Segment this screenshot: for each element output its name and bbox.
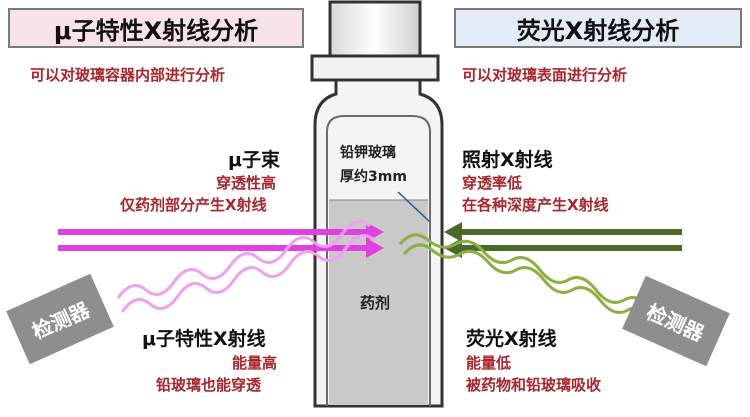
fluorescent-xray-wave-2 [402,243,658,321]
fluorescent-xray-line2: 被药物和铅玻璃吸收 [466,376,602,394]
muon-beam-line2: 仅药剂部分产生X射线 [120,196,267,214]
muonic-xray-waves [116,220,375,313]
xray-beam-line1: 穿透率低 [462,174,523,192]
fluorescent-xray-wave-1 [398,233,654,311]
drug-label: 药剂 [360,294,391,312]
bottle-cap-ring [310,54,440,82]
glass-label-line2: 厚约3mm [340,169,407,185]
xray-beam-arrows [444,222,682,258]
glass-label-line1: 铅钾玻璃 [340,145,396,161]
muonic-xray-wave-2 [120,234,375,313]
muonic-xray-line2: 铅玻璃也能穿透 [156,376,262,394]
fluorescent-xray-line1: 能量低 [466,354,512,372]
bottle-inner-wall [326,115,431,406]
right-panel-subtitle: 可以对玻璃表面进行分析 [462,66,628,84]
muonic-xray-label: μ子特性X射线 [142,328,266,350]
muon-beam-arrowhead-2 [366,238,384,258]
right-panel-title: 荧光X射线分析 [454,8,742,48]
xray-beam-arrowhead-1 [444,222,462,242]
muonic-xray-wave-1 [116,220,371,299]
left-panel-title: μ子特性X射线分析 [8,8,304,48]
muonic-xray-line1: 能量高 [232,354,278,372]
glass-label-pointer [397,191,431,223]
xray-beam-line2: 在各种深度产生X射线 [462,196,609,214]
fluorescent-xray-waves [398,233,658,321]
xray-beam-label: 照射X射线 [462,149,553,171]
muon-beam-label: μ子束 [228,149,280,171]
left-panel-subtitle: 可以对玻璃容器内部进行分析 [30,66,226,84]
fluorescent-xray-label: 荧光X射线 [466,328,557,350]
muon-beam-line1: 穿透性高 [216,174,277,192]
